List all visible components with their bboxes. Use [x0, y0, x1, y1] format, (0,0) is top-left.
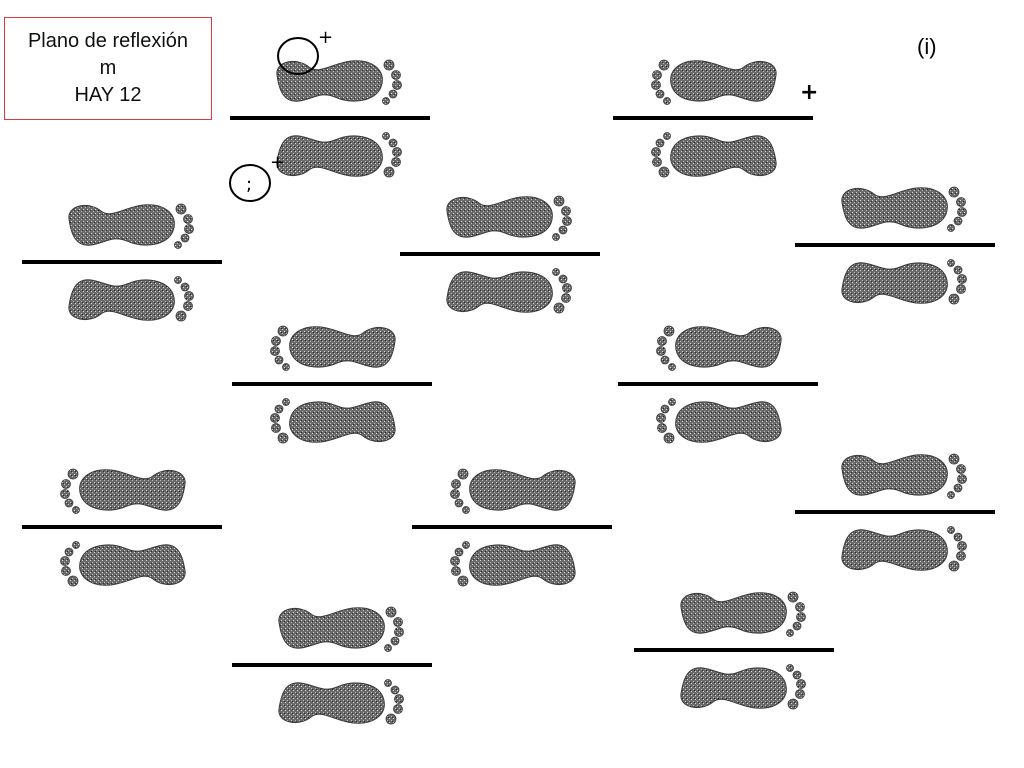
footprint-top	[276, 59, 402, 105]
circled-mark	[229, 164, 271, 202]
footprint-top	[450, 468, 576, 514]
footprint-top	[656, 325, 782, 371]
footprint-bottom	[651, 132, 777, 178]
footprint-pair	[230, 59, 430, 178]
footprint-top	[651, 59, 777, 105]
footprint-pair	[400, 195, 600, 314]
caption-title: Plano de reflexión	[27, 30, 189, 52]
footprint-bottom	[60, 541, 186, 587]
plus-mark-2: +	[270, 152, 285, 173]
footprint-bottom	[841, 526, 967, 572]
footprint-bottom	[450, 541, 576, 587]
caption-count: HAY 12	[74, 84, 142, 106]
footprint-top	[60, 468, 186, 514]
footprint-top	[841, 186, 967, 232]
footprint-pair	[795, 186, 995, 305]
footprint-pair	[232, 325, 432, 444]
circled-mark-symbol: ;	[246, 174, 252, 195]
footprint-top	[68, 203, 194, 249]
part-label: (i)	[917, 34, 937, 59]
footprint-pair	[634, 591, 834, 710]
footprint-pair	[22, 203, 222, 322]
caption-mirror-symbol: m	[99, 57, 117, 79]
footprint-pair	[613, 59, 813, 178]
footprint-top	[270, 325, 396, 371]
footprint-pair	[412, 468, 612, 587]
footprint-top	[446, 195, 572, 241]
footprint-bottom	[680, 664, 806, 710]
footprint-pair	[618, 325, 818, 444]
plus-mark-3: +	[800, 80, 818, 105]
footprint-top	[680, 591, 806, 637]
footprint-top	[841, 453, 967, 499]
footprint-bottom	[446, 268, 572, 314]
footprint-top	[278, 606, 404, 652]
footprint-bottom	[270, 398, 396, 444]
footprint-bottom	[68, 276, 194, 322]
footprint-pair	[232, 606, 432, 725]
footprint-bottom	[278, 679, 404, 725]
footprint-bottom	[276, 132, 402, 178]
footprint-bottom	[656, 398, 782, 444]
caption-box: Plano de reflexión m HAY 12	[4, 17, 212, 120]
plus-mark-1: +	[318, 27, 333, 48]
footprint-pair	[795, 453, 995, 572]
footprint-bottom	[841, 259, 967, 305]
footprint-pair	[22, 468, 222, 587]
empty-circle-mark	[277, 37, 319, 75]
